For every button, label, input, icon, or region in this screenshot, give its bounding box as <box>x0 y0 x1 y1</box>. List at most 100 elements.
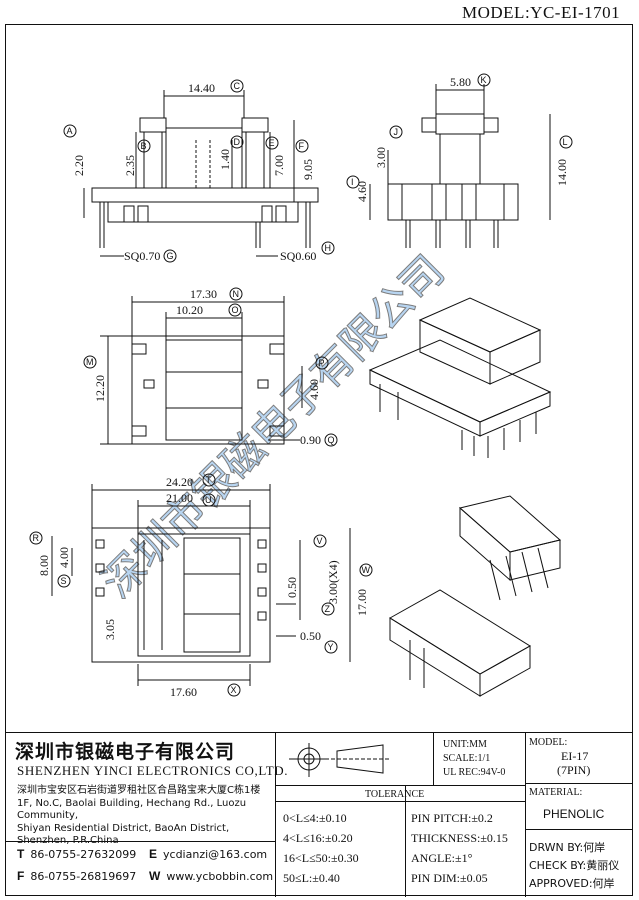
scale-text: SCALE:1/1 <box>443 753 491 764</box>
divider <box>525 783 633 784</box>
tag-p: P <box>319 358 325 368</box>
dim-14-00: 14.00 <box>555 159 569 186</box>
divider <box>525 829 633 830</box>
company-name-en: SHENZHEN YINCI ELECTRONICS CO,LTD. <box>17 763 289 778</box>
bottom-view: 24.20 21.00 8.00 4.00 3.00(X4) 17.00 0.5… <box>29 473 373 699</box>
dim-17-00: 17.00 <box>355 589 369 616</box>
dim-sq0-70: SQ0.70 <box>124 249 160 263</box>
dim-1-40: 1.40 <box>218 149 232 170</box>
divider <box>275 801 525 802</box>
tolerance-row: PIN PITCH:±0.2 <box>411 811 493 825</box>
drawing-frame <box>5 24 633 896</box>
tag-w: W <box>362 565 371 575</box>
company-name-cn: 深圳市银磁电子有限公司 <box>15 741 236 763</box>
address-line: Shiyan Residential District, BaoAn Distr… <box>17 822 230 834</box>
dim-10-20: 10.20 <box>176 303 203 317</box>
tag-a: A <box>67 126 73 136</box>
tag-d: D <box>234 137 241 147</box>
address-line: 深圳市宝安区石岩街道罗租社区合昌路宝来大厦C栋1楼 <box>17 785 261 796</box>
tag-k: K <box>481 75 487 85</box>
projection-symbol-icon <box>289 743 389 777</box>
divider <box>275 785 525 786</box>
tag-g: G <box>167 251 174 261</box>
technical-drawing: 深圳市银磁电子有限公司 <box>29 73 573 699</box>
tolerance-row: 4<L≤16:±0.20 <box>283 831 353 845</box>
dim-24-20: 24.20 <box>166 475 193 489</box>
tag-v: V <box>317 536 323 546</box>
title-block: 深圳市银磁电子有限公司 SHENZHEN YINCI ELECTRONICS C… <box>5 732 633 897</box>
tag-z: Z <box>325 604 331 614</box>
dim-9-05: 9.05 <box>301 159 315 180</box>
side-view: 5.80 3.00 14.00 4.60 K J L I <box>346 73 573 248</box>
dim-12-20: 12.20 <box>93 375 107 402</box>
address-line: 1F, No.C, Baolai Building, Hechang Rd., … <box>17 797 247 822</box>
tolerance-row: THICKNESS:±0.15 <box>411 831 508 845</box>
tag-b: B <box>141 141 147 151</box>
model-label: MODEL: <box>529 737 568 748</box>
dim-17-60: 17.60 <box>170 685 197 699</box>
tag-h: H <box>325 243 332 253</box>
address-line: Shenzhen, P.R.China <box>17 835 119 846</box>
tag-t: T <box>206 475 212 485</box>
dim-0-50-a: 0.50 <box>285 577 299 598</box>
dim-7-00: 7.00 <box>272 155 286 176</box>
drawn-by: DRWN BY:何岸 <box>529 841 606 854</box>
dim-sq0-60: SQ0.60 <box>280 249 316 263</box>
tag-y: Y <box>328 642 334 652</box>
tag-m: M <box>86 357 94 367</box>
tolerance-row: 16<L≤50:±0.30 <box>283 851 359 865</box>
check-by: CHECK BY:黄丽仪 <box>529 859 620 872</box>
tag-n: N <box>233 289 240 299</box>
tag-f: F <box>299 141 305 151</box>
dim-21-00: 21.00 <box>166 491 193 505</box>
ul-rec-text: UL REC:94V-0 <box>443 767 506 778</box>
divider <box>405 785 406 897</box>
tag-x: X <box>231 685 237 695</box>
tag-e: E <box>269 138 275 148</box>
model-title: MODEL:YC-EI-1701 <box>462 3 621 22</box>
model-pins: (7PIN) <box>557 763 591 777</box>
tolerance-title: TOLERANCE <box>365 789 425 800</box>
tag-l: L <box>563 137 568 147</box>
material-value: PHENOLIC <box>543 807 605 821</box>
divider <box>525 733 526 897</box>
tolerance-row: ANGLE:±1° <box>411 851 473 865</box>
tag-i: I <box>351 177 354 187</box>
approved-by: APPROVED:何岸 <box>529 877 615 890</box>
divider <box>5 841 275 842</box>
tag-q: Q <box>328 435 335 445</box>
dim-2-20: 2.20 <box>72 155 86 176</box>
tag-u: U <box>205 495 212 505</box>
tag-j: J <box>394 127 399 137</box>
isometric-view-top <box>368 297 552 458</box>
divider <box>433 733 434 785</box>
tag-o: O <box>232 305 239 315</box>
dim-8-00: 8.00 <box>37 555 51 576</box>
material-label: MATERIAL: <box>529 787 583 798</box>
plan-view: 17.30 10.20 12.20 4.60 0.90 N O M P Q <box>83 287 338 447</box>
dim-4-60-plan: 4.60 <box>307 379 321 400</box>
dim-5-80: 5.80 <box>450 75 471 89</box>
top-view: 14.40 2.20 2.35 1.40 7.00 9.05 SQ0.70 SQ… <box>63 79 335 263</box>
tag-c: C <box>234 81 241 91</box>
company-address: 深圳市宝安区石岩街道罗租社区合昌路宝来大厦C栋1楼 1F, No.C, Baol… <box>17 785 279 848</box>
model-value: EI-17 <box>561 749 589 763</box>
dim-0-90: 0.90 <box>300 433 321 447</box>
dim-17-30: 17.30 <box>190 287 217 301</box>
tolerance-row: 0<L≤4:±0.10 <box>283 811 347 825</box>
dim-4-60-side: 4.60 <box>355 181 369 202</box>
dim-4-00: 4.00 <box>57 547 71 568</box>
dim-2-35: 2.35 <box>123 155 137 176</box>
tag-r: R <box>33 533 40 543</box>
dim-3-05: 3.05 <box>103 619 117 640</box>
tolerance-row: PIN DIM:±0.05 <box>411 871 488 885</box>
isometric-view-bottom <box>389 495 562 697</box>
tag-s: S <box>61 576 67 586</box>
dim-0-50-b: 0.50 <box>300 629 321 643</box>
divider <box>275 733 276 897</box>
